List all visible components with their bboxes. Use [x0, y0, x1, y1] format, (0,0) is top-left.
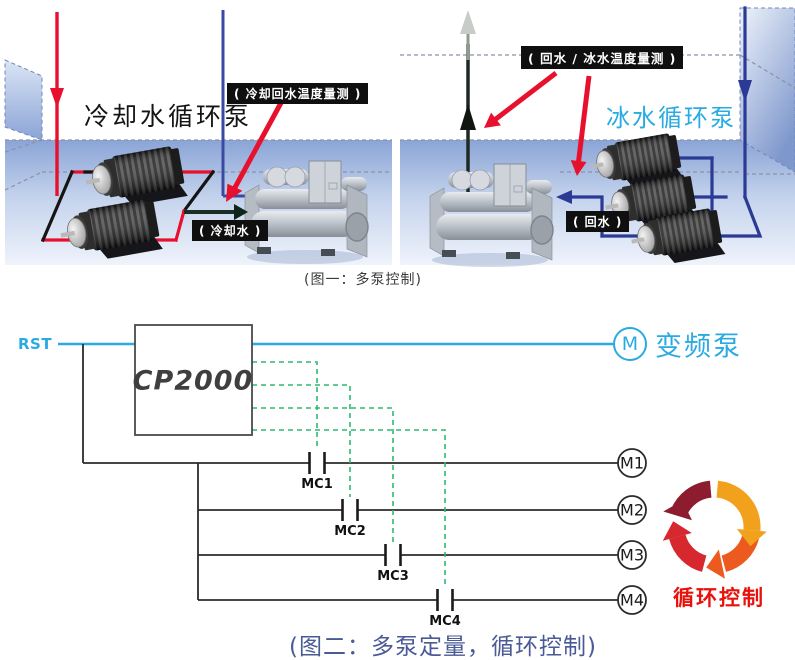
controller-box: [134, 324, 253, 436]
motor-circle: [617, 585, 647, 615]
motor-label-m3: M3: [620, 545, 644, 565]
cooling-water-arrow: [184, 204, 248, 220]
vfd-motor-circle: [613, 327, 647, 361]
temp-measure-pointer-arrow: [226, 99, 285, 202]
right-panel-title: 冰水循环泵: [606, 104, 736, 132]
motor-label-m4: M4: [620, 590, 644, 610]
rst-input-label: RST: [18, 335, 53, 353]
cycle-control-label: 循环控制: [673, 586, 765, 610]
contactor-label-mc3: MC3: [377, 569, 409, 584]
contactor-label-mc1: MC1: [301, 477, 333, 492]
figure2-circuit: [58, 324, 767, 615]
temp-measure-pointer-arrows: [484, 71, 592, 176]
return-ice-temp-label: ( 回水 / 冰水温度量测 ): [521, 46, 684, 69]
contactor-label-mc4: MC4: [429, 614, 461, 629]
power-bus: [82, 344, 618, 601]
controller-label: CP2000: [132, 365, 254, 397]
contactor-symbols: [308, 452, 454, 611]
control-signal-wires: [252, 361, 446, 587]
left-panel-title: 冷却水循环泵: [84, 102, 253, 131]
cooling-return-temp-label: ( 冷却回水温度量测 ): [227, 83, 369, 104]
motor-circle: [617, 495, 647, 525]
blue-arrowhead-left: [556, 190, 572, 204]
vfd-pump-label: 变频泵: [655, 331, 742, 363]
blue-arrowhead-down: [738, 80, 752, 102]
motor-label-m1: M1: [620, 453, 644, 473]
motor-circle: [617, 540, 647, 570]
figure2-caption: (图二：多泵定量，循环控制): [289, 634, 597, 660]
return-water-label: ( 回水 ): [566, 211, 630, 232]
motor-label-m2: M2: [620, 500, 644, 520]
cycle-arrows-icon: [662, 480, 767, 579]
figure1-caption: (图一：多泵控制): [304, 272, 422, 288]
vfd-motor-symbol: M: [621, 333, 639, 355]
motor-circle: [617, 448, 647, 478]
red-down-arrow: [50, 12, 64, 196]
figure1-left-panel: [4, 10, 392, 267]
contactor-label-mc2: MC2: [334, 524, 366, 539]
cooling-water-label: ( 冷却水 ): [192, 220, 269, 241]
